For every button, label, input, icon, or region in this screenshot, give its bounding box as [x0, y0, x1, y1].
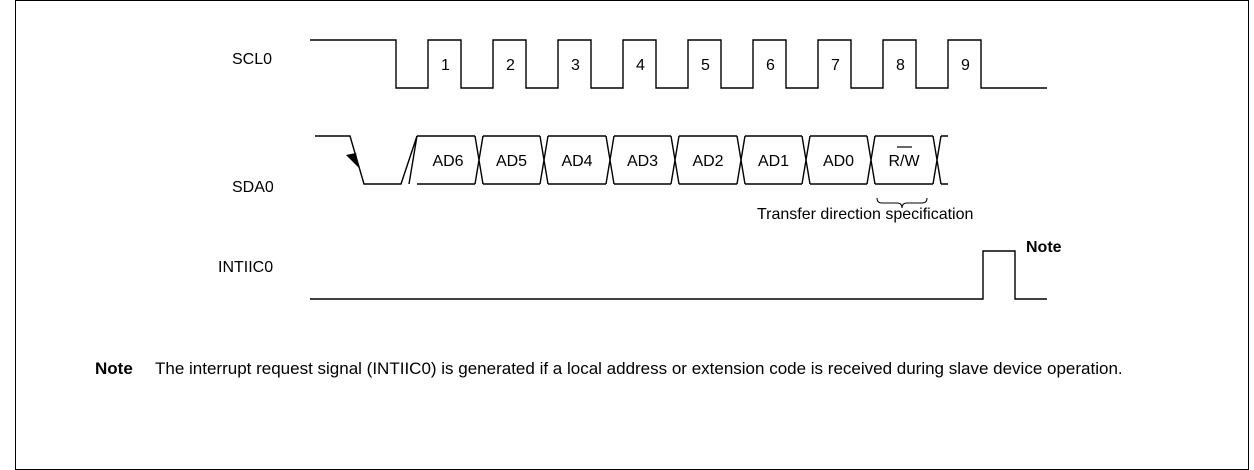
note-text: The interrupt request signal (INTIIC0) i…	[155, 359, 1123, 378]
rw-brace	[876, 197, 928, 209]
sda0-start-line	[315, 135, 418, 185]
note-tag: Note	[95, 359, 133, 378]
sda0-label: SDA0	[232, 179, 274, 196]
sda0-bit-crossing	[605, 135, 615, 185]
scl0-waveform: 1 2 3 4 5 6 7 8 9	[310, 39, 1047, 89]
clock-number: 6	[766, 57, 775, 74]
clock-number: 8	[896, 57, 905, 74]
intiic0-label: INTIIC0	[218, 259, 273, 276]
clock-number: 9	[961, 57, 970, 74]
scl0-line	[310, 39, 1047, 89]
sda0-bit-crossing	[736, 135, 746, 185]
data-bit-label: AD3	[627, 153, 658, 170]
clock-number: 2	[506, 57, 515, 74]
data-bit-label: AD2	[692, 153, 723, 170]
intiic0-note-marker: Note	[1026, 239, 1062, 256]
transfer-direction-label: Transfer direction specification	[757, 206, 973, 223]
sda0-bit-crossing	[670, 135, 680, 185]
data-bit-label: AD0	[823, 153, 854, 170]
data-bit-label: AD6	[432, 153, 463, 170]
scl0-label: SCL0	[232, 51, 272, 68]
sda0-bit-crossing	[801, 135, 811, 185]
data-bit-label: R/W	[888, 153, 920, 170]
timing-diagram: SCL0 SDA0 INTIIC0 1 2 3 4 5 6 7 8 9 AD6 AD5 AD4 AD3…	[218, 39, 1062, 300]
data-bit-label: AD4	[561, 153, 592, 170]
intiic0-waveform	[310, 250, 1047, 300]
clock-number: 3	[571, 57, 580, 74]
sda0-bit-crossing	[539, 135, 549, 185]
sda0-bit-crossing	[932, 135, 942, 185]
clock-number: 4	[636, 57, 645, 74]
sda0-bit-crossing	[866, 135, 876, 185]
data-bit-label: AD5	[496, 153, 527, 170]
clock-number: 7	[831, 57, 840, 74]
data-bit-label: AD1	[758, 153, 789, 170]
clock-number: 5	[701, 57, 710, 74]
sda0-waveform: AD6 AD5 AD4 AD3 AD2 AD1 AD0 R/W	[315, 134, 948, 186]
sda0-bit-crossing	[474, 135, 484, 185]
falling-edge-arrow	[346, 153, 359, 168]
clock-number: 1	[441, 57, 450, 74]
